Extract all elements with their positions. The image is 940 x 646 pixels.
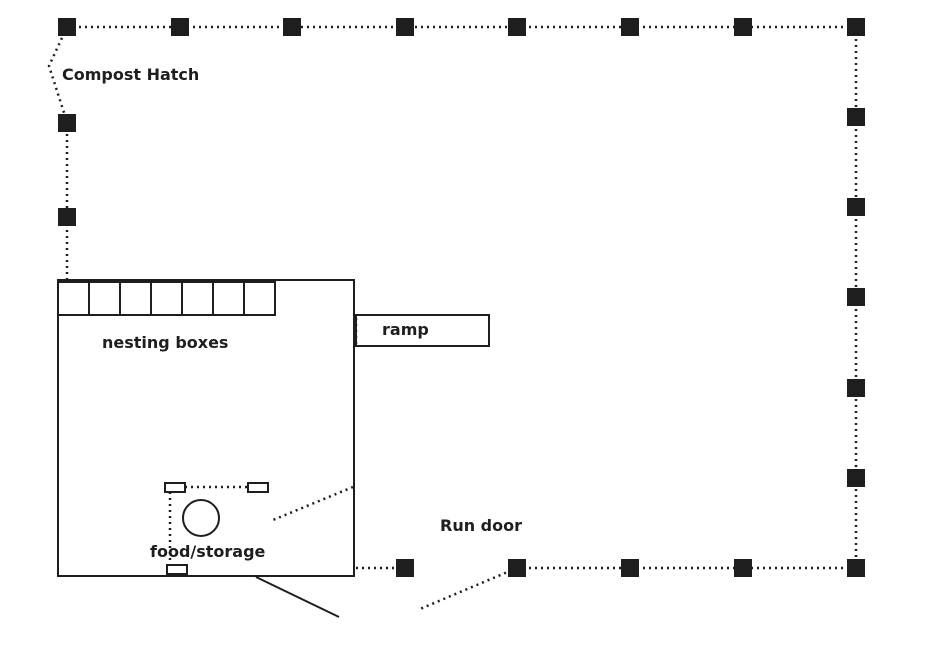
storage-peg <box>247 482 269 493</box>
fence-post <box>58 208 76 226</box>
coop-door[interactable] <box>255 576 340 618</box>
run-door-label: Run door <box>440 516 522 535</box>
fence-post <box>847 288 865 306</box>
coop <box>57 279 490 618</box>
fence-post <box>847 108 865 126</box>
fence-post <box>283 18 301 36</box>
feeder-circle <box>182 499 220 537</box>
nesting-box <box>88 281 121 316</box>
nesting-box <box>57 281 90 316</box>
fence-post <box>621 559 639 577</box>
coop-outline <box>57 279 355 577</box>
ramp-label: ramp <box>382 320 429 339</box>
fence-post <box>847 559 865 577</box>
fence-posts <box>58 18 865 577</box>
fence-post <box>508 18 526 36</box>
nesting-boxes <box>57 281 276 316</box>
storage-peg <box>164 482 186 493</box>
food-storage-area <box>164 482 269 575</box>
fence-post <box>847 379 865 397</box>
compost-hatch-label: Compost Hatch <box>62 65 199 84</box>
nesting-box <box>181 281 214 316</box>
run-door[interactable] <box>419 566 518 611</box>
fence-post <box>847 198 865 216</box>
fence-post <box>171 18 189 36</box>
compost-hatch-door[interactable] <box>47 26 69 123</box>
fence-post <box>734 559 752 577</box>
fence-post <box>58 114 76 132</box>
nesting-box <box>119 281 152 316</box>
nesting-box <box>243 281 276 316</box>
nesting-boxes-label: nesting boxes <box>102 333 228 352</box>
ramp <box>355 314 490 347</box>
fence-post <box>734 18 752 36</box>
fence-post <box>396 559 414 577</box>
fence-post <box>508 559 526 577</box>
nesting-box <box>150 281 183 316</box>
nesting-box <box>212 281 245 316</box>
fence-post <box>396 18 414 36</box>
fence-post <box>58 18 76 36</box>
fence-post <box>621 18 639 36</box>
fence-post <box>847 469 865 487</box>
coop-door-swing <box>272 485 354 522</box>
storage-peg <box>166 564 188 575</box>
food-storage-label: food/storage <box>150 542 266 561</box>
fence-post <box>847 18 865 36</box>
